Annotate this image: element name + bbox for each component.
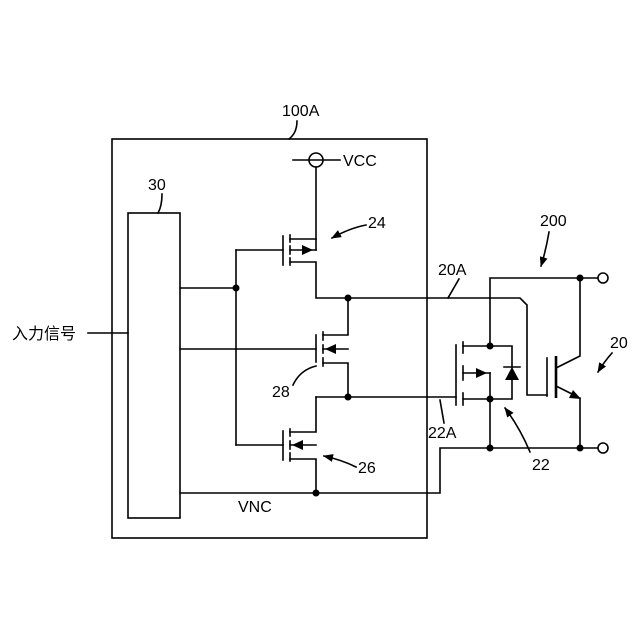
t26-drain bbox=[290, 397, 316, 432]
mosfet-gate-wire-leader bbox=[440, 400, 444, 423]
t26-label: 26 bbox=[358, 460, 376, 477]
power-stage-leader bbox=[541, 232, 549, 266]
gate-wire-label: 20A bbox=[438, 262, 467, 279]
vnc-label: VNC bbox=[238, 499, 272, 516]
gate-bus-node bbox=[233, 285, 240, 292]
mosfet-gate-wire-label: 22A bbox=[428, 425, 457, 442]
t28-arrow bbox=[325, 344, 336, 354]
collector-terminal[interactable] bbox=[598, 273, 608, 283]
input-label: 入力信号 bbox=[12, 325, 76, 343]
m22-arrow bbox=[476, 368, 487, 378]
t26-source bbox=[290, 459, 316, 493]
m22-drain-rail bbox=[490, 278, 598, 346]
collector-node bbox=[577, 275, 584, 282]
t26-leader bbox=[324, 456, 356, 467]
power-stage-label: 200 bbox=[540, 213, 567, 230]
emitter-node bbox=[577, 445, 584, 452]
module-label: 100A bbox=[282, 103, 320, 120]
t24-drain bbox=[290, 262, 348, 298]
t28-label: 28 bbox=[272, 384, 290, 401]
igbt-leader bbox=[598, 353, 612, 372]
t28-source bbox=[323, 363, 348, 397]
igbt-gate-wire bbox=[348, 298, 547, 395]
t28-leader bbox=[293, 366, 316, 385]
igbt-label: 20 bbox=[610, 335, 628, 352]
t28-drain bbox=[323, 298, 348, 335]
t24-arrow bbox=[302, 245, 313, 255]
diode-wire bbox=[490, 346, 512, 399]
mosfet-leader bbox=[505, 408, 530, 452]
mosfet-label: 22 bbox=[532, 457, 550, 474]
t24-leader bbox=[332, 225, 366, 238]
module-box bbox=[112, 139, 427, 538]
m22-rail-node bbox=[487, 445, 494, 452]
block-label: 30 bbox=[148, 177, 166, 194]
module-leader bbox=[289, 121, 297, 139]
vcc-label: VCC bbox=[343, 153, 377, 170]
control-block bbox=[128, 213, 180, 518]
t24-label: 24 bbox=[368, 215, 386, 232]
t26-arrow bbox=[292, 440, 303, 450]
gate-wire-leader bbox=[448, 279, 459, 298]
diode-triangle bbox=[505, 367, 519, 380]
block-leader bbox=[158, 194, 162, 213]
igbt-collector bbox=[556, 278, 580, 368]
emitter-terminal[interactable] bbox=[598, 443, 608, 453]
